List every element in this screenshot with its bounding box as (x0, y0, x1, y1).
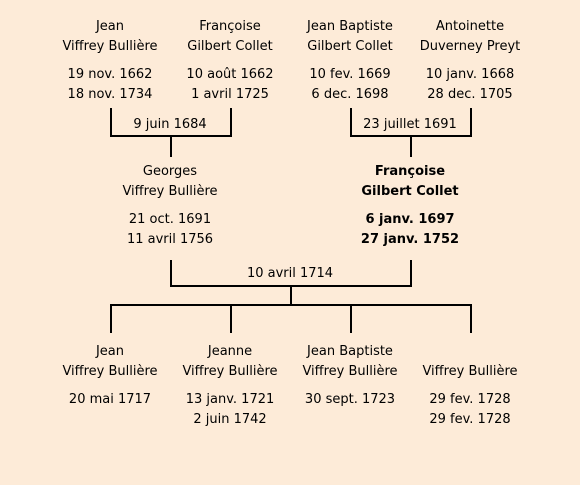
person-given-name: Françoise (199, 19, 261, 34)
person-card-paternal-grandmother[interactable]: Françoise Gilbert Collet 10 août 1662 1 … (170, 17, 290, 105)
person-death-date: 18 nov. 1734 (67, 87, 153, 102)
person-death-date: 2 juin 1742 (193, 412, 267, 427)
person-birth-date: 19 nov. 1662 (67, 67, 153, 82)
person-card-child-4[interactable]: Viffrey Bullière 29 fev. 1728 29 fev. 17… (410, 342, 530, 430)
person-birth-date: 10 janv. 1668 (425, 67, 515, 82)
marriage-date-parents: 10 avril 1714 (246, 266, 334, 281)
person-given-name: Jean Baptiste (307, 344, 393, 359)
person-card-father[interactable]: Georges Viffrey Bullière 21 oct. 1691 11… (110, 162, 230, 250)
person-surname: Viffrey Bullière (62, 39, 158, 54)
person-birth-date: 30 sept. 1723 (304, 392, 396, 407)
person-card-child-2[interactable]: Jeanne Viffrey Bullière 13 janv. 1721 2 … (170, 342, 290, 430)
person-given-name: Jean Baptiste (307, 19, 393, 34)
person-surname: Gilbert Collet (307, 39, 393, 54)
person-birth-date: 10 fev. 1669 (309, 67, 391, 82)
person-card-child-1[interactable]: Jean Viffrey Bullière 20 mai 1717 (50, 342, 170, 430)
person-death-date: 6 dec. 1698 (311, 87, 389, 102)
person-surname: Viffrey Bullière (122, 184, 218, 199)
person-given-name: Antoinette (435, 19, 505, 34)
person-birth-date: 6 janv. 1697 (365, 212, 455, 227)
person-surname: Gilbert Collet (187, 39, 273, 54)
person-surname: Viffrey Bullière (302, 364, 398, 379)
person-surname: Duverney Preyt (419, 39, 521, 54)
person-given-name: Françoise (374, 164, 446, 179)
person-surname: Viffrey Bullière (62, 364, 158, 379)
person-given-name: Jean (95, 19, 125, 34)
person-birth-date: 13 janv. 1721 (185, 392, 275, 407)
person-surname: Viffrey Bullière (422, 364, 518, 379)
person-death-date: 29 fev. 1728 (429, 412, 511, 427)
person-given-name: Jeanne (207, 344, 253, 359)
person-death-date: 11 avril 1756 (126, 232, 214, 247)
person-surname: Gilbert Collet (361, 184, 459, 199)
person-death-date: 28 dec. 1705 (427, 87, 513, 102)
person-birth-date: 10 août 1662 (186, 67, 274, 82)
person-death-date: 27 janv. 1752 (360, 232, 460, 247)
person-death-date (50, 410, 170, 430)
person-surname: Viffrey Bullière (182, 364, 278, 379)
person-card-paternal-grandfather[interactable]: Jean Viffrey Bullière 19 nov. 1662 18 no… (50, 17, 170, 105)
person-death-date (290, 410, 410, 430)
marriage-date-paternal: 9 juin 1684 (133, 117, 207, 132)
marriage-date-maternal: 23 juillet 1691 (363, 117, 457, 132)
person-card-mother-selected[interactable]: Françoise Gilbert Collet 6 janv. 1697 27… (350, 162, 470, 250)
person-card-maternal-grandmother[interactable]: Antoinette Duverney Preyt 10 janv. 1668 … (410, 17, 530, 105)
person-death-date: 1 avril 1725 (191, 87, 269, 102)
person-birth-date: 20 mai 1717 (68, 392, 152, 407)
person-card-maternal-grandfather[interactable]: Jean Baptiste Gilbert Collet 10 fev. 166… (290, 17, 410, 105)
person-given-name (410, 342, 530, 362)
person-birth-date: 29 fev. 1728 (429, 392, 511, 407)
person-card-child-3[interactable]: Jean Baptiste Viffrey Bullière 30 sept. … (290, 342, 410, 430)
person-birth-date: 21 oct. 1691 (128, 212, 212, 227)
person-given-name: Jean (95, 344, 125, 359)
person-given-name: Georges (142, 164, 198, 179)
